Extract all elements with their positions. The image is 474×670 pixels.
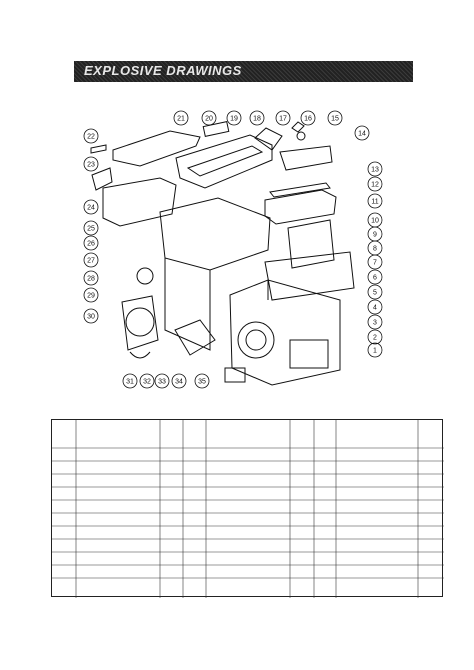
callout-label: 2 [373,335,377,342]
callout-label: 31 [126,379,134,386]
callout-label: 34 [175,379,183,386]
callout-label: 20 [205,116,213,123]
callout-label: 6 [373,275,377,282]
callout-label: 23 [87,162,95,169]
callout-label: 11 [371,199,378,206]
callout-label: 27 [87,258,95,265]
callout-label: 29 [87,293,95,300]
callout-label: 17 [279,116,287,123]
callout-label: 12 [371,182,379,189]
callout-label: 13 [371,167,379,174]
callout-label: 25 [87,226,95,233]
callout-label: 1 [373,348,377,355]
callout-label: 3 [373,320,377,327]
callout-label: 7 [373,260,377,267]
callout-label: 16 [304,116,312,123]
callout-label: 8 [373,246,377,253]
callout-label: 33 [158,379,166,386]
section-banner: EXPLOSIVE DRAWINGS [74,61,413,82]
callout-label: 18 [253,116,261,123]
callout-label: 28 [87,276,95,283]
section-title: EXPLOSIVE DRAWINGS [84,63,242,78]
parts-table-grid [52,420,444,598]
callout-label: 35 [198,379,206,386]
callout-label: 14 [358,131,366,138]
callout-label: 21 [177,116,185,123]
parts-list-table [51,419,444,598]
callout-label: 22 [87,134,95,141]
callout-label: 9 [373,232,377,239]
callout-label: 26 [87,241,95,248]
callout-label: 24 [87,205,95,212]
callout-label: 5 [373,290,377,297]
callout-label: 15 [331,116,339,123]
callout-label: 4 [373,305,377,312]
callout-label: 10 [371,218,379,225]
exploded-view-drawing: 1234567891011121314151617181920212223242… [83,110,383,389]
callout-label: 30 [87,314,95,321]
callout-label: 19 [230,116,238,123]
callout-label: 32 [143,379,151,386]
